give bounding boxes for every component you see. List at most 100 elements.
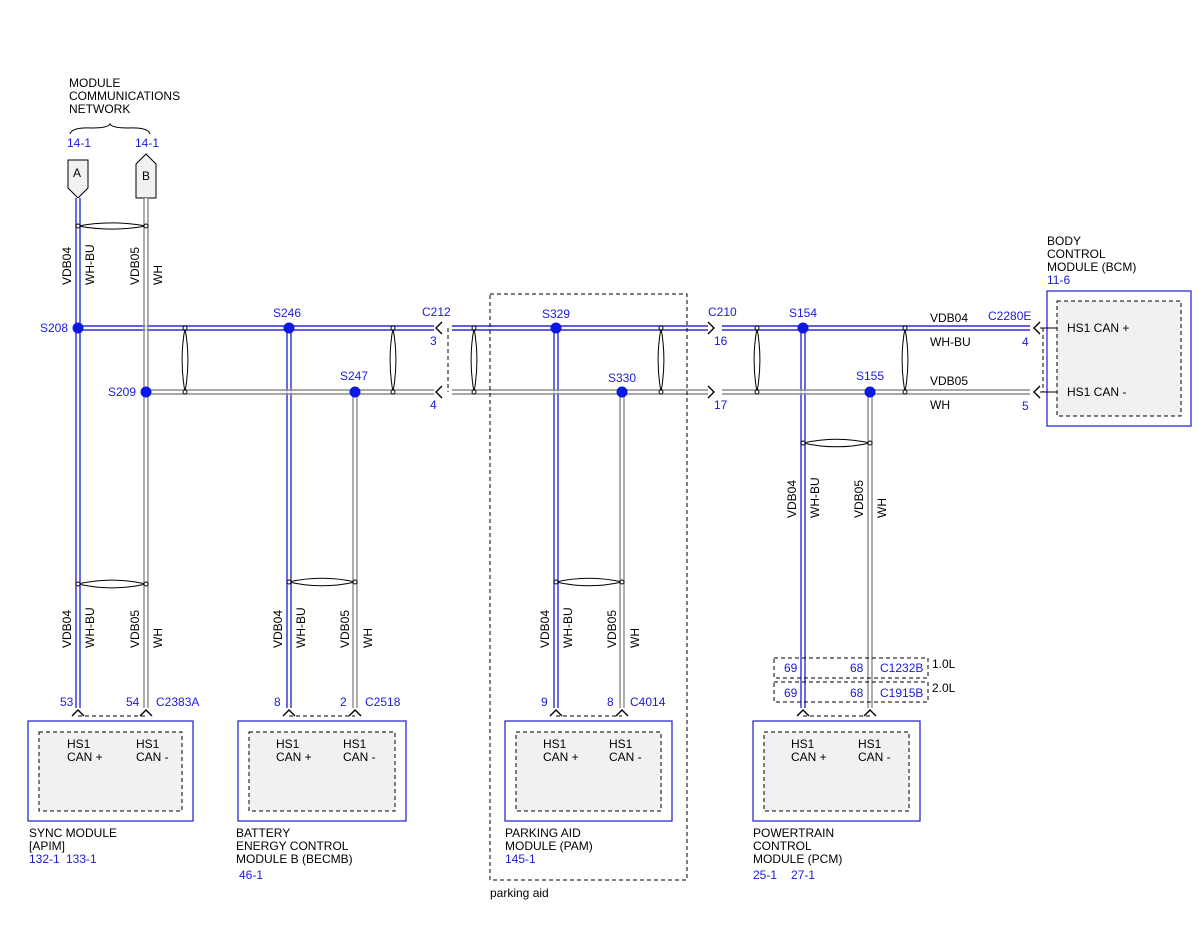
svg-text:[APIM]: [APIM] — [29, 839, 65, 853]
splice-s247 — [349, 386, 361, 398]
svg-text:CAN -: CAN - — [343, 750, 376, 764]
connector-c2518: C2518 — [365, 695, 401, 709]
svg-text:CONTROL: CONTROL — [753, 839, 812, 853]
svg-text:VDB05: VDB05 — [605, 610, 619, 648]
svg-text:5: 5 — [1022, 399, 1029, 413]
svg-text:WH-BU: WH-BU — [808, 477, 822, 518]
svg-text:4: 4 — [430, 398, 437, 412]
svg-text:WH: WH — [361, 628, 375, 648]
pcm-ref-2: 27-1 — [791, 868, 815, 882]
svg-text:WH: WH — [930, 398, 950, 412]
splice-s330 — [616, 386, 628, 398]
svg-text:WH-BU: WH-BU — [83, 607, 97, 648]
svg-text:WH: WH — [628, 628, 642, 648]
svg-text:2.0L: 2.0L — [932, 681, 956, 695]
svg-text:1.0L: 1.0L — [932, 657, 956, 671]
svg-text:CAN +: CAN + — [276, 750, 312, 764]
svg-text:68: 68 — [850, 686, 864, 700]
svg-text:C1232B: C1232B — [880, 661, 923, 675]
bcm-module[interactable]: BODY CONTROL MODULE (BCM) 11-6 HS1 CAN +… — [988, 234, 1192, 427]
svg-text:68: 68 — [850, 661, 864, 675]
splice-label-s155: S155 — [856, 369, 884, 383]
svg-text:8: 8 — [607, 695, 614, 709]
svg-text:HS1: HS1 — [276, 737, 300, 751]
svg-text:WH-BU: WH-BU — [294, 607, 308, 648]
parking-aid-label: parking aid — [490, 886, 549, 900]
svg-text:HS1: HS1 — [609, 737, 633, 751]
splice-label-s209: S209 — [108, 385, 136, 399]
svg-text:HS1: HS1 — [791, 737, 815, 751]
becmb-module[interactable]: 8 2 C2518 HS1 CAN + HS1 CAN - BATTERY EN… — [236, 695, 407, 882]
svg-text:VDB05: VDB05 — [930, 374, 968, 388]
splice-label-s246: S246 — [273, 306, 301, 320]
svg-text:CAN +: CAN + — [791, 750, 827, 764]
svg-text:8: 8 — [274, 695, 281, 709]
network-label: MODULE COMMUNICATIONS NETWORK — [69, 76, 180, 135]
svg-text:C210: C210 — [708, 305, 737, 319]
svg-text:69: 69 — [784, 686, 798, 700]
svg-text:B: B — [142, 169, 150, 183]
svg-text:MODULE (PAM): MODULE (PAM) — [505, 839, 593, 853]
becmb-ref: 46-1 — [239, 868, 263, 882]
svg-text:9: 9 — [541, 695, 548, 709]
splice-s155 — [864, 386, 876, 398]
svg-text:BODY: BODY — [1047, 234, 1081, 248]
svg-text:HS1 CAN +: HS1 CAN + — [1067, 321, 1129, 335]
svg-text:WH-BU: WH-BU — [930, 335, 971, 349]
svg-text:17: 17 — [714, 398, 728, 412]
bcm-ref: 11-6 — [1047, 273, 1070, 287]
svg-text:WH: WH — [151, 628, 165, 648]
twisted-pair-markers — [75, 222, 909, 589]
svg-text:53: 53 — [60, 695, 74, 709]
svg-text:WH-BU: WH-BU — [83, 244, 97, 285]
pcm-connector-c1232b: 69 68 C1232B 1.0L — [773, 657, 956, 679]
splices: S208 S209 S246 S247 S329 S330 S154 S155 — [40, 306, 884, 399]
svg-text:COMMUNICATIONS: COMMUNICATIONS — [69, 89, 180, 103]
svg-text:HS1 CAN -: HS1 CAN - — [1067, 385, 1126, 399]
svg-text:CONTROL: CONTROL — [1047, 247, 1106, 261]
connector-c210: C210 16 17 — [707, 305, 737, 412]
sync-module[interactable]: 53 54 C2383A HS1 CAN + HS1 CAN - SYNC MO… — [27, 695, 199, 866]
svg-text:CAN +: CAN + — [543, 750, 579, 764]
svg-text:WH-BU: WH-BU — [561, 607, 575, 648]
svg-text:NETWORK: NETWORK — [69, 102, 130, 116]
svg-text:MODULE: MODULE — [69, 76, 120, 90]
connector-c2280e: C2280E — [988, 309, 1031, 323]
splice-s209 — [140, 386, 152, 398]
svg-text:HS1: HS1 — [543, 737, 567, 751]
svg-text:HS1: HS1 — [858, 737, 882, 751]
svg-text:VDB04: VDB04 — [785, 480, 799, 518]
svg-text:2: 2 — [340, 695, 347, 709]
svg-text:VDB04: VDB04 — [271, 610, 285, 648]
wires — [75, 198, 1030, 708]
connector-c212: C212 3 4 — [422, 305, 451, 412]
svg-text:HS1: HS1 — [343, 737, 367, 751]
network-ref-b[interactable]: 14-1 — [135, 136, 159, 150]
splice-s246 — [283, 322, 295, 334]
network-ref-a[interactable]: 14-1 — [67, 136, 91, 150]
svg-text:WH: WH — [151, 265, 165, 285]
splice-s208 — [72, 322, 84, 334]
svg-text:C212: C212 — [422, 305, 451, 319]
svg-text:PARKING AID: PARKING AID — [505, 826, 581, 840]
splice-label-s154: S154 — [789, 306, 817, 320]
splice-label-s329: S329 — [542, 307, 570, 321]
pcm-module[interactable]: HS1 CAN + HS1 CAN - POWERTRAIN CONTROL M… — [752, 709, 921, 882]
splice-label-s330: S330 — [608, 371, 636, 385]
connector-c4014: C4014 — [630, 695, 666, 709]
connector-a: A — [67, 159, 89, 199]
svg-text:VDB04: VDB04 — [930, 311, 968, 325]
can-low-wires — [143, 198, 1030, 708]
svg-text:MODULE (PCM): MODULE (PCM) — [753, 852, 842, 866]
svg-text:SYNC MODULE: SYNC MODULE — [29, 826, 117, 840]
splice-label-s208: S208 — [40, 321, 68, 335]
parking-aid-region — [489, 293, 688, 881]
pam-module[interactable]: 9 8 C4014 HS1 CAN + HS1 CAN - PARKING AI… — [504, 695, 673, 866]
svg-text:3: 3 — [430, 334, 437, 348]
pcm-ref-1: 25-1 — [753, 868, 777, 882]
svg-text:VDB04: VDB04 — [60, 610, 74, 648]
sync-ref-1: 132-1 — [29, 852, 60, 866]
pcm-connector-c1915b: 69 68 C1915B 2.0L — [773, 681, 956, 703]
svg-text:VDB04: VDB04 — [60, 247, 74, 285]
